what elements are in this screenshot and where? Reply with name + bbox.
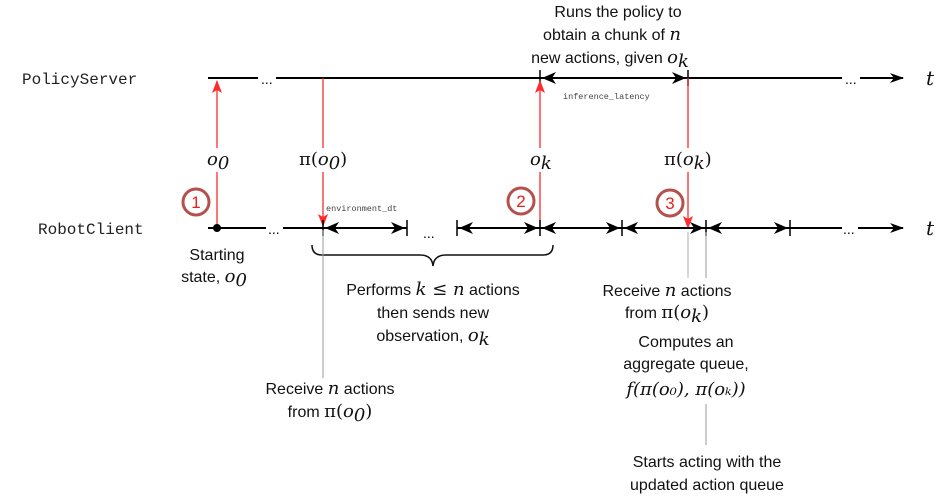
receive-ok-annotation: Receive n actions from π(ok) (603, 280, 732, 327)
interval-1-right-arrowhead (391, 222, 405, 234)
inference-latency-label: inference_latency (563, 92, 650, 102)
inference-right-arrowhead (672, 72, 686, 84)
server-ellipsis-1: ... (261, 71, 273, 87)
server-axis-t-label: t (926, 66, 935, 90)
server-ellipsis-2: ... (845, 71, 857, 87)
aggregate-formula: f(π(o₀), π(oₖ)) (624, 379, 745, 400)
interval-2-left-arrowhead (459, 222, 473, 234)
interval-1-left-arrowhead (325, 222, 339, 234)
performs-line2: then sends new (377, 305, 490, 322)
runs-policy-line3: new actions, given ok (531, 47, 689, 72)
message-ok-label: ok (530, 149, 552, 174)
policy-server-timeline: ... ... (208, 71, 904, 87)
interval-3-right-arrowhead (606, 222, 620, 234)
starting-state-line2: state, o0 (181, 266, 247, 291)
interval-3-left-arrowhead (542, 222, 556, 234)
runs-policy-line3-text: new actions, given (531, 50, 667, 67)
client-ellipsis-3: ... (843, 221, 855, 237)
aggregate-annotation: Computes an aggregate queue, f(π(o₀), π(… (623, 334, 748, 400)
interval-2-right-arrowhead (524, 222, 538, 234)
runs-policy-sub: k (678, 51, 689, 72)
environment-dt-label: environment_dt (326, 204, 397, 214)
step-2-number: 2 (516, 192, 525, 211)
message-o0-arrow (212, 80, 222, 228)
message-pi-o0-label: π(o0) (299, 149, 347, 174)
policy-server-label: PolicyServer (22, 71, 137, 89)
client-ellipsis-1: ... (268, 221, 280, 237)
actions-brace (311, 244, 554, 267)
robot-client-timeline: ... ... ... (208, 221, 904, 241)
message-o0-label: o0 (207, 149, 229, 174)
runs-policy-line2: obtain a chunk of n (543, 24, 681, 45)
runs-policy-line1: Runs the policy to (554, 4, 681, 21)
performs-line1: Performs k ≤ n actions (346, 279, 520, 300)
receive-o0-line1: Receive n actions (266, 378, 395, 399)
runs-policy-line2-text: obtain a chunk of (543, 27, 669, 44)
step-3-number: 3 (665, 194, 674, 213)
performs-annotation: Performs k ≤ n actions then sends new ob… (346, 279, 520, 350)
step-2-badge: 2 (506, 186, 536, 216)
client-ellipsis-2: ... (423, 225, 435, 241)
robot-client-label: RobotClient (38, 221, 144, 239)
starts-acting-line1: Starts acting with the (633, 454, 782, 471)
starts-acting-annotation: Starts acting with the updated action qu… (630, 454, 784, 494)
message-ok-arrow (535, 80, 545, 228)
runs-policy-n: n (669, 24, 681, 45)
interval-5-left-arrowhead (708, 222, 722, 234)
step-3-badge: 3 (655, 188, 685, 218)
receive-ok-line1: Receive n actions (603, 280, 732, 301)
receive-o0-annotation: Receive n actions from π(o0) (266, 378, 395, 426)
message-pi-ok-label: π(ok) (664, 149, 712, 174)
starts-acting-line2: updated action queue (630, 477, 784, 494)
starting-state-line1: Starting (189, 247, 244, 264)
starting-state-annotation: Starting state, o0 (181, 247, 247, 291)
interval-5-right-arrowhead (774, 222, 788, 234)
message-pi-ok-arrow (683, 78, 693, 229)
step-1-badge: 1 (181, 187, 211, 217)
receive-o0-line2: from π(o0) (288, 401, 373, 426)
step-1-number: 1 (191, 193, 200, 212)
aggregate-line2: aggregate queue, (623, 356, 748, 373)
starting-state-dot (213, 224, 221, 232)
aggregate-line1: Computes an (638, 334, 733, 351)
receive-ok-line2: from π(ok) (625, 302, 709, 327)
interval-4-left-arrowhead (624, 222, 638, 234)
performs-line3: observation, ok (376, 325, 489, 350)
client-axis-t-label: t (926, 216, 935, 240)
runs-policy-o: o (667, 47, 678, 68)
inference-left-arrowhead (542, 72, 556, 84)
interval-4-right-arrowhead (690, 222, 704, 234)
runs-policy-annotation: Runs the policy to obtain a chunk of n n… (531, 4, 689, 72)
